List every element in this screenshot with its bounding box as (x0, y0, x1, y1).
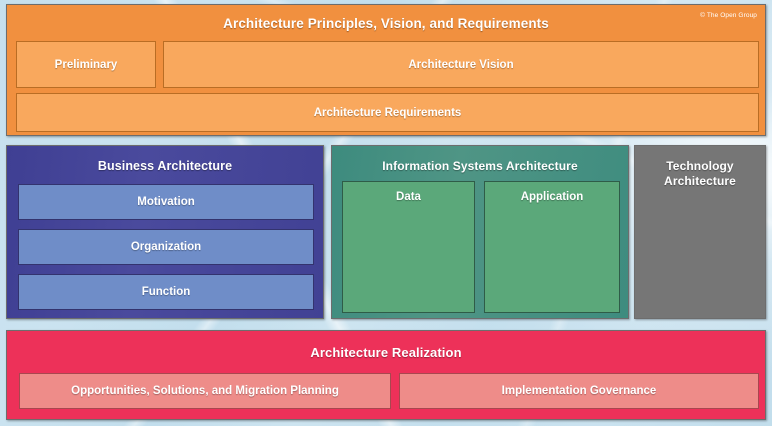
architecture-requirements-label: Architecture Requirements (313, 106, 462, 119)
technology-architecture-title-line1: Technology (666, 159, 734, 173)
business-architecture-band: Business Architecture Motivation Organiz… (6, 145, 324, 319)
data-box[interactable]: Data (342, 181, 475, 313)
application-box[interactable]: Application (484, 181, 620, 313)
principles-band-title: Architecture Principles, Vision, and Req… (223, 16, 549, 31)
application-label: Application (520, 191, 584, 203)
function-label: Function (141, 286, 191, 298)
organization-label: Organization (130, 241, 202, 253)
architecture-vision-label: Architecture Vision (408, 58, 514, 71)
organization-box[interactable]: Organization (18, 229, 314, 265)
principles-vision-requirements-band: Architecture Principles, Vision, and Req… (6, 4, 766, 136)
information-systems-architecture-title: Information Systems Architecture (382, 159, 578, 173)
architecture-realization-title: Architecture Realization (310, 345, 462, 360)
function-box[interactable]: Function (18, 274, 314, 310)
copyright-notice: © The Open Group (700, 12, 757, 19)
implementation-governance-label: Implementation Governance (501, 385, 657, 397)
opportunities-solutions-migration-planning-box[interactable]: Opportunities, Solutions, and Migration … (19, 373, 391, 409)
technology-architecture-band: Technology Architecture (634, 145, 766, 319)
business-architecture-title: Business Architecture (97, 159, 233, 173)
data-label: Data (396, 191, 421, 203)
technology-architecture-title-line2: Architecture (664, 174, 736, 188)
architecture-requirements-box[interactable]: Architecture Requirements (16, 93, 759, 132)
information-systems-architecture-band: Information Systems Architecture Data Ap… (331, 145, 629, 319)
architecture-realization-band: Architecture Realization Opportunities, … (6, 330, 766, 420)
preliminary-box[interactable]: Preliminary (16, 41, 156, 88)
architecture-vision-box[interactable]: Architecture Vision (163, 41, 759, 88)
motivation-box[interactable]: Motivation (18, 184, 314, 220)
opportunities-solutions-migration-planning-label: Opportunities, Solutions, and Migration … (71, 385, 339, 397)
motivation-label: Motivation (137, 196, 195, 208)
implementation-governance-box[interactable]: Implementation Governance (399, 373, 759, 409)
technology-architecture-title: Technology Architecture (635, 159, 765, 189)
preliminary-label: Preliminary (54, 58, 118, 71)
